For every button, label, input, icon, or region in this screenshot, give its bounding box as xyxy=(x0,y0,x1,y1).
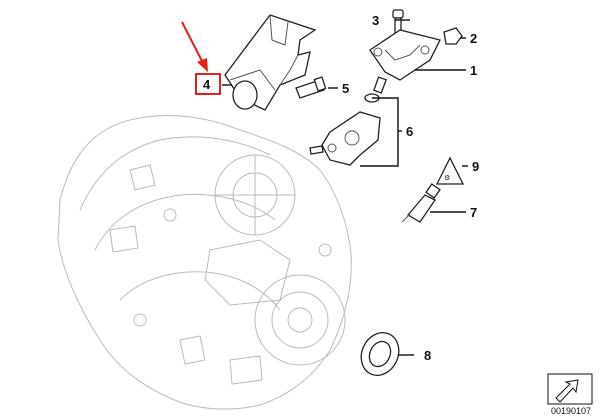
part-4-mount-bracket xyxy=(224,14,317,111)
part-8-seal-ring xyxy=(360,332,400,376)
part-2-nut xyxy=(443,27,463,45)
callout-4-highlighted: 4 xyxy=(195,73,221,95)
svg-text:8: 8 xyxy=(424,348,431,363)
svg-text:7: 7 xyxy=(470,205,477,220)
svg-text:⚙: ⚙ xyxy=(444,174,450,182)
diagram-id-block: 00190107 xyxy=(547,373,593,416)
svg-text:2: 2 xyxy=(470,31,477,46)
part-9-warning-triangle: ⚙ xyxy=(435,156,465,185)
callout-2: 2 xyxy=(470,31,477,46)
highlight-arrow xyxy=(181,21,208,72)
diagram-id-text: 00190107 xyxy=(551,406,591,416)
svg-text:6: 6 xyxy=(406,124,413,139)
part-7-sensor xyxy=(401,183,441,223)
svg-text:4: 4 xyxy=(203,77,211,92)
callout-6: 6 xyxy=(406,124,413,139)
callout-7: 7 xyxy=(470,205,477,220)
arrow-icon xyxy=(555,379,579,403)
svg-text:9: 9 xyxy=(472,159,479,174)
svg-text:1: 1 xyxy=(470,63,477,78)
leader-lines xyxy=(222,19,468,356)
callout-5: 5 xyxy=(342,81,349,96)
part-1-bracket xyxy=(369,29,441,81)
highlight-box xyxy=(195,73,221,95)
callout-8: 8 xyxy=(424,348,431,363)
part-5-bolt xyxy=(295,76,327,99)
callout-9: 9 xyxy=(472,159,479,174)
callout-1: 1 xyxy=(470,63,477,78)
callout-3: 3 xyxy=(372,13,379,28)
svg-text:5: 5 xyxy=(342,81,349,96)
svg-text:3: 3 xyxy=(372,13,379,28)
gearbox-housing-drawing xyxy=(57,115,352,410)
